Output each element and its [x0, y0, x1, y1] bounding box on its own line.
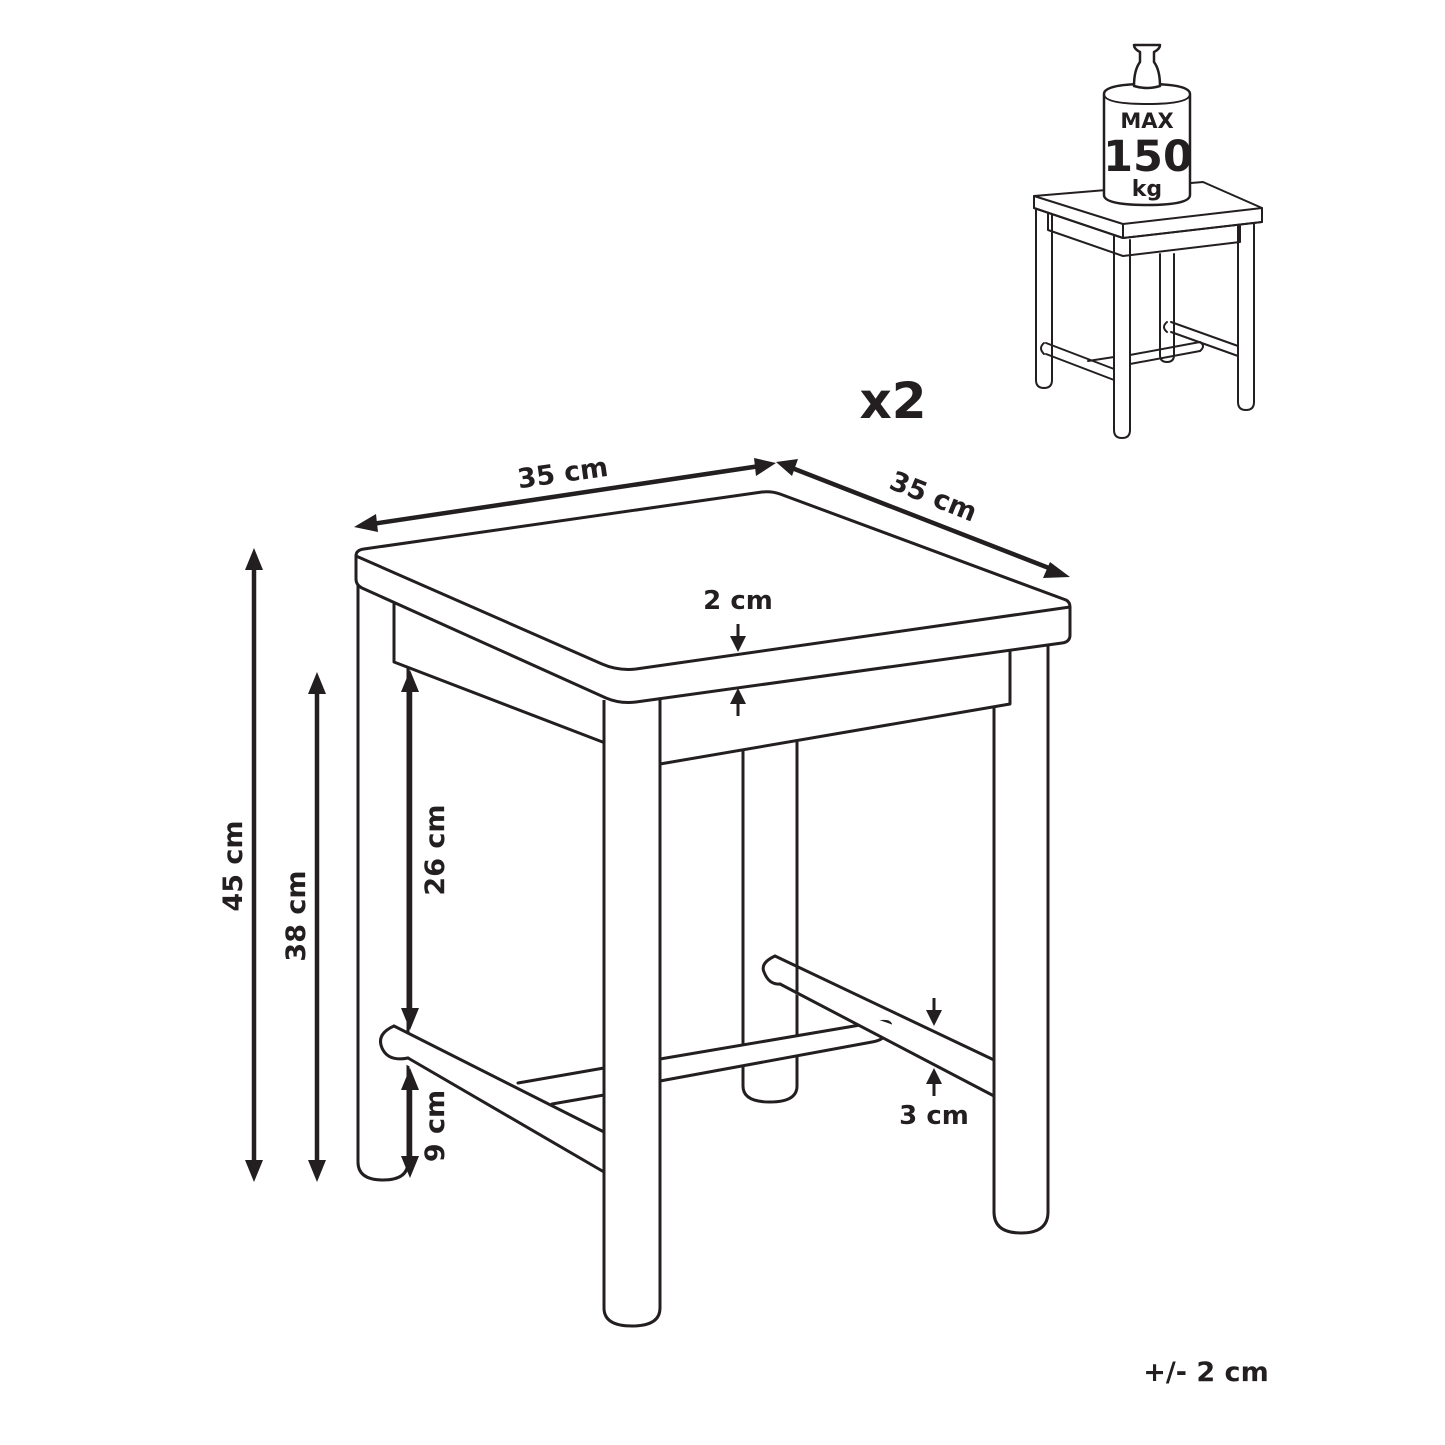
- seat-depth-label: 35 cm: [885, 466, 981, 529]
- total-height-dimension: 45 cm: [218, 548, 263, 1182]
- seat-thickness-label: 2 cm: [703, 586, 773, 616]
- weight-bottle-icon: [1102, 43, 1192, 207]
- leg-gap-dimension: 26 cm: [401, 670, 451, 1030]
- max-load-value: 150: [1103, 132, 1193, 182]
- leg-gap-label: 26 cm: [420, 804, 451, 895]
- quantity-label: x2: [859, 372, 926, 430]
- leg-height-dimension: 38 cm: [281, 672, 326, 1182]
- stool-drawing: [354, 490, 1072, 1328]
- max-label: MAX: [1120, 109, 1173, 133]
- max-load-icon: MAX 150 kg: [1033, 43, 1263, 439]
- total-height-label: 45 cm: [218, 820, 249, 911]
- rail-thickness-dimension: 3 cm: [899, 998, 969, 1131]
- rail-height-label: 9 cm: [420, 1090, 451, 1162]
- rail-height-dimension: 9 cm: [401, 1068, 451, 1178]
- tolerance-label: +/- 2 cm: [1143, 1357, 1268, 1388]
- max-load-unit: kg: [1132, 177, 1162, 202]
- rail-thickness-label: 3 cm: [899, 1101, 969, 1131]
- seat-thickness-dimension: 2 cm: [703, 586, 773, 716]
- leg-height-label: 38 cm: [281, 870, 312, 961]
